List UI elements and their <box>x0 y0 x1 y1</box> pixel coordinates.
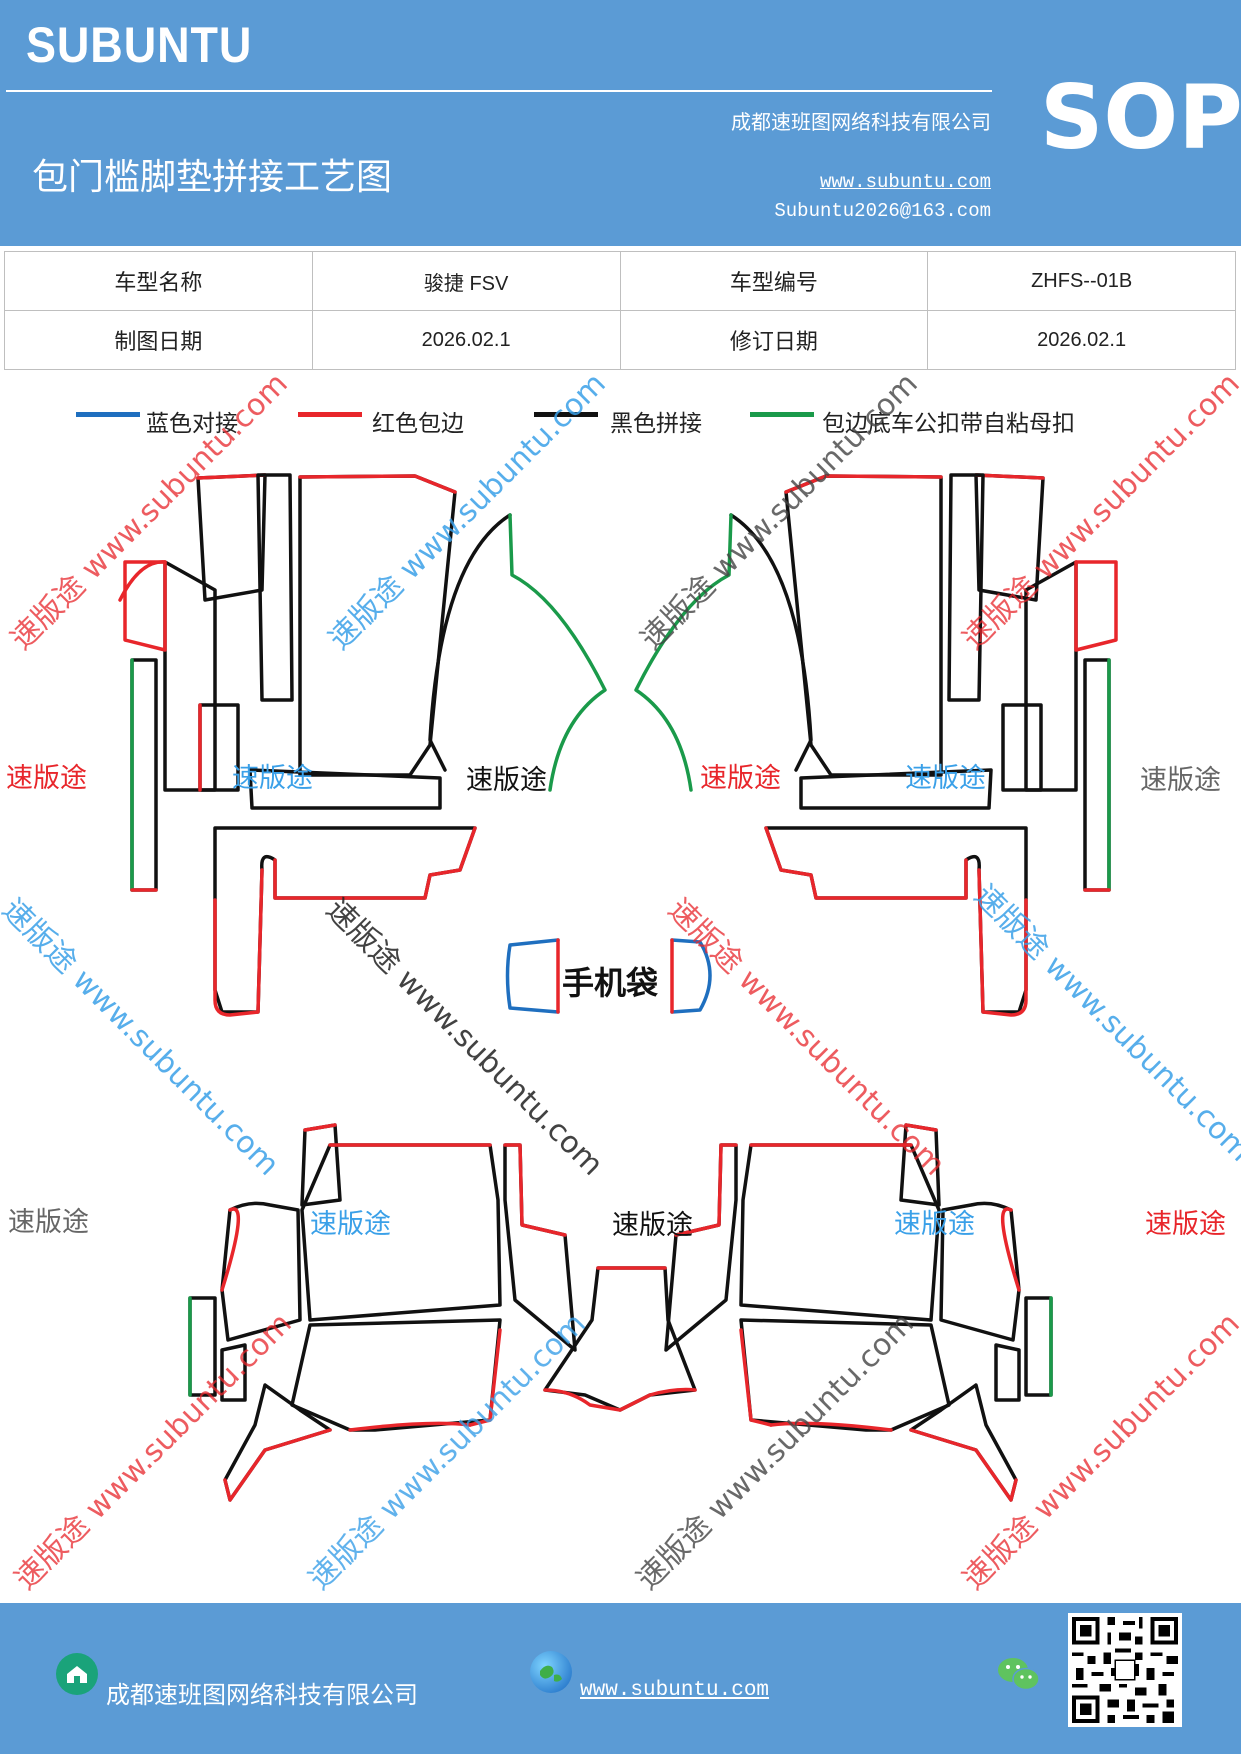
watermark-text: 速版途 <box>6 763 87 794</box>
watermark-text: 速版途 <box>1145 1209 1226 1240</box>
legend-label: 黑色拼接 <box>610 411 702 437</box>
legend-label: 包边底车公扣带自粘母扣 <box>822 411 1075 437</box>
table-cell: 车型编号 <box>619 251 929 311</box>
watermark-text: 速版途 <box>905 763 986 794</box>
watermark-text: 速版途 <box>894 1209 975 1240</box>
legend-label: 红色包边 <box>372 411 464 437</box>
phone-pocket-label: 手机袋 <box>562 964 659 1002</box>
table-cell: 骏捷 FSV <box>311 251 621 311</box>
footer-url-link[interactable]: www.subuntu.com <box>580 1679 770 1702</box>
header: SUBUNTU SOP 成都速班图网络科技有限公司 包门槛脚垫拼接工艺图 www… <box>0 0 1241 246</box>
table-cell: ZHFS--01B <box>927 251 1236 311</box>
table-cell: 制图日期 <box>4 310 313 370</box>
watermark-text: 速版途 <box>700 763 781 794</box>
watermark-text: 速版途 <box>1140 765 1221 796</box>
legend-swatch <box>76 412 140 417</box>
table-cell: 2026.02.1 <box>927 310 1236 370</box>
table-row: 车型名称 骏捷 FSV 车型编号 ZHFS--01B <box>4 251 1236 311</box>
wechat-icon[interactable] <box>996 1655 1042 1695</box>
footer-company: 成都速班图网络科技有限公司 <box>106 1681 418 1709</box>
footer: 成都速班图网络科技有限公司 www.subuntu.com <box>0 1603 1241 1754</box>
legend-swatch <box>298 412 362 417</box>
home-icon <box>56 1653 98 1695</box>
phone-pocket-shapes <box>505 938 712 1014</box>
mat-group-rear-right <box>664 1123 1053 1502</box>
header-email: Subuntu2026@163.com <box>774 200 991 222</box>
watermark-text: 速版途 <box>8 1207 89 1238</box>
legend-label: 蓝色对接 <box>146 411 238 437</box>
watermark-text: 速版途 <box>612 1210 693 1241</box>
watermark-text: 速版途 <box>310 1209 391 1240</box>
qr-code <box>1068 1613 1182 1727</box>
header-url-link[interactable]: www.subuntu.com <box>819 171 991 193</box>
mat-group-rear-left <box>188 1123 577 1502</box>
legend-swatch <box>534 412 598 417</box>
mat-group-front-left <box>118 473 607 1017</box>
table-cell: 2026.02.1 <box>311 310 621 370</box>
legend-swatch <box>750 412 814 417</box>
header-divider <box>6 90 992 92</box>
watermark-text: 速版途 <box>466 765 547 796</box>
table-cell: 车型名称 <box>4 251 313 311</box>
center-tunnel-piece <box>543 1266 697 1412</box>
header-company: 成都速班图网络科技有限公司 <box>731 110 991 134</box>
page-title: 包门槛脚垫拼接工艺图 <box>32 157 393 198</box>
brand-logo: SUBUNTU <box>26 17 253 73</box>
mat-group-front-right <box>634 473 1118 1017</box>
doc-type: SOP <box>1040 66 1241 169</box>
table-row: 制图日期 2026.02.1 修订日期 2026.02.1 <box>4 310 1236 370</box>
table-cell: 修订日期 <box>619 310 929 370</box>
globe-icon <box>530 1651 572 1693</box>
watermark-text: 速版途 <box>232 763 313 794</box>
info-table: 车型名称 骏捷 FSV 车型编号 ZHFS--01B 制图日期 2026.02.… <box>4 251 1236 370</box>
